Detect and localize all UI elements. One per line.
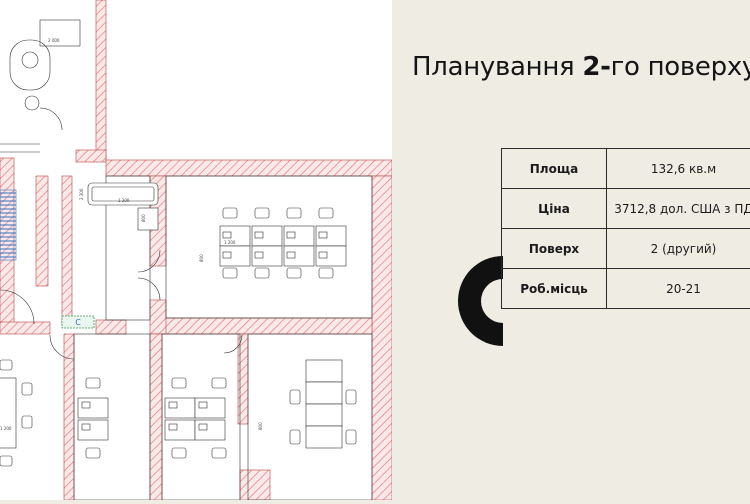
monitor xyxy=(169,402,177,408)
svg-text:2 300: 2 300 xyxy=(79,188,84,200)
monitor xyxy=(287,252,295,258)
chair xyxy=(223,208,237,218)
room-label: C xyxy=(62,316,94,328)
svg-text:800: 800 xyxy=(199,254,204,262)
monitor xyxy=(319,232,327,238)
monitor xyxy=(223,252,231,258)
chair xyxy=(212,378,226,388)
monitor xyxy=(169,424,177,430)
spec-label-floor: Поверх xyxy=(502,229,607,269)
sofa xyxy=(88,183,158,230)
chair xyxy=(290,390,300,404)
chair xyxy=(346,430,356,444)
chair xyxy=(287,268,301,278)
monitor xyxy=(82,424,90,430)
chair xyxy=(86,378,100,388)
floor-plan: C 2 000 1 200 800 2 300 1 200 800 1 200 … xyxy=(0,0,392,500)
spec-label-price: Ціна xyxy=(502,189,607,229)
monitor xyxy=(319,252,327,258)
chair xyxy=(255,208,269,218)
chair xyxy=(212,448,226,458)
chair xyxy=(172,378,186,388)
monitor xyxy=(199,402,207,408)
spec-row: Роб.місць 20-21 xyxy=(502,269,750,309)
monitor xyxy=(287,232,295,238)
page-title: Планування 2-го поверху xyxy=(412,52,750,82)
room-label-text: C xyxy=(75,318,81,327)
monitor xyxy=(223,232,231,238)
spec-label-area: Площа xyxy=(502,149,607,189)
meeting-table xyxy=(0,360,32,466)
chair xyxy=(287,208,301,218)
specs-table: Площа 132,6 кв.м Ціна 3712,8 дол. США з … xyxy=(501,148,750,309)
chair xyxy=(172,448,186,458)
svg-text:1 200: 1 200 xyxy=(224,240,236,245)
chair xyxy=(319,268,333,278)
chair xyxy=(346,390,356,404)
spec-row: Поверх 2 (другий) xyxy=(502,229,750,269)
svg-text:800: 800 xyxy=(141,214,146,222)
spec-row: Ціна 3712,8 дол. США з ПД xyxy=(502,189,750,229)
chair xyxy=(290,430,300,444)
spec-value-workplaces: 20-21 xyxy=(607,269,750,309)
desk xyxy=(306,404,342,426)
monitor xyxy=(82,402,90,408)
info-panel: Планування 2-го поверху Площа 132,6 кв.м… xyxy=(392,0,750,500)
decorative-circle-icon xyxy=(439,256,503,346)
spec-value-price: 3712,8 дол. США з ПД xyxy=(607,189,750,229)
floor-plan-drawing: C 2 000 1 200 800 2 300 1 200 800 1 200 … xyxy=(0,0,392,500)
desk xyxy=(306,360,342,382)
spec-value-floor: 2 (другий) xyxy=(607,229,750,269)
svg-text:800: 800 xyxy=(258,422,263,430)
chair xyxy=(223,268,237,278)
stairs xyxy=(0,190,16,260)
monitor xyxy=(199,424,207,430)
chair xyxy=(319,208,333,218)
svg-text:1 200: 1 200 xyxy=(118,198,130,203)
desk xyxy=(306,382,342,404)
monitor xyxy=(255,252,263,258)
svg-text:1 200: 1 200 xyxy=(0,426,12,431)
chair xyxy=(255,268,269,278)
desk xyxy=(306,426,342,448)
spec-value-area: 132,6 кв.м xyxy=(607,149,750,189)
chair xyxy=(86,448,100,458)
spec-row: Площа 132,6 кв.м xyxy=(502,149,750,189)
monitor xyxy=(255,232,263,238)
svg-text:2 000: 2 000 xyxy=(48,38,60,43)
spec-label-workplaces: Роб.місць xyxy=(502,269,607,309)
